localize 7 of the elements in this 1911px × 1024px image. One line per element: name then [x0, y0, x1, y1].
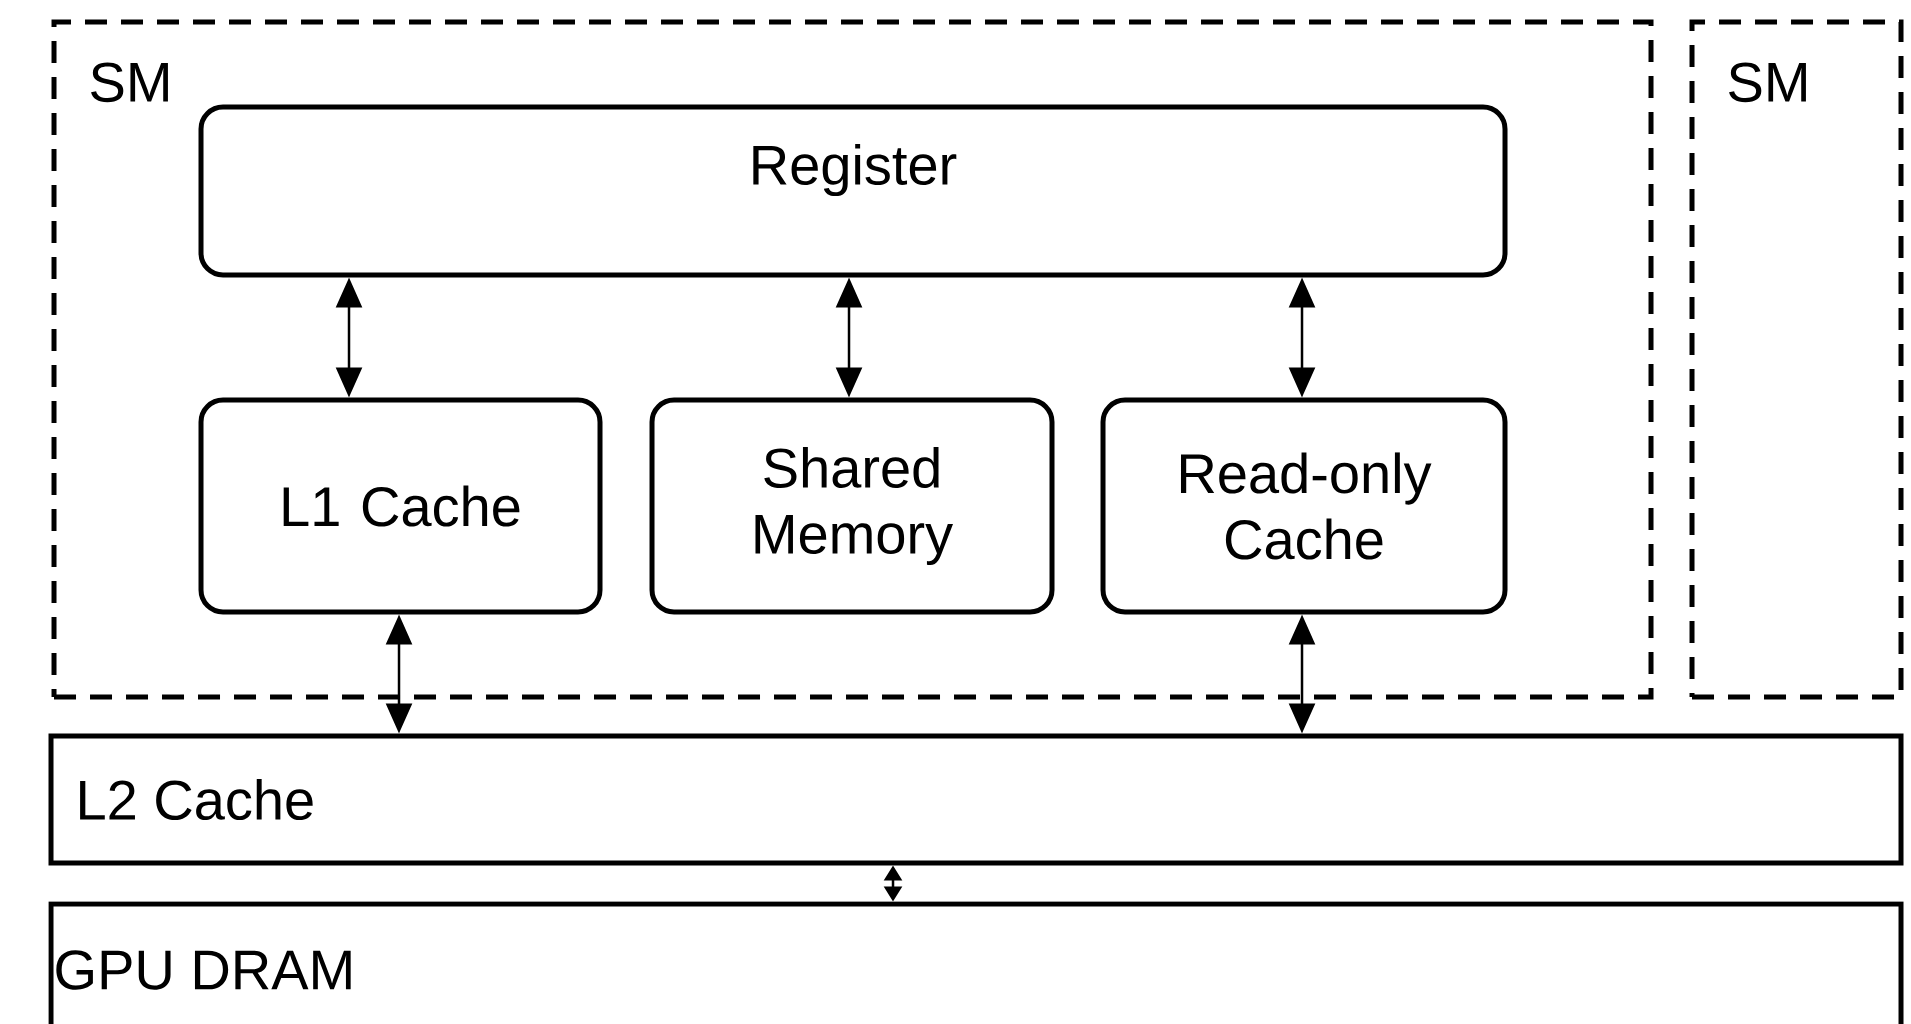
- dashed-group-box: SM: [1689, 19, 1904, 700]
- rounded-box: Read-only Cache: [1100, 397, 1508, 615]
- rounded-box: Register: [198, 104, 1508, 278]
- memory-bar: L2 Cache: [48, 733, 1904, 866]
- rounded-box: Shared Memory: [649, 397, 1055, 615]
- rounded-box: L1 Cache: [198, 397, 603, 615]
- memory-bar: GPU DRAM: [48, 901, 1904, 1024]
